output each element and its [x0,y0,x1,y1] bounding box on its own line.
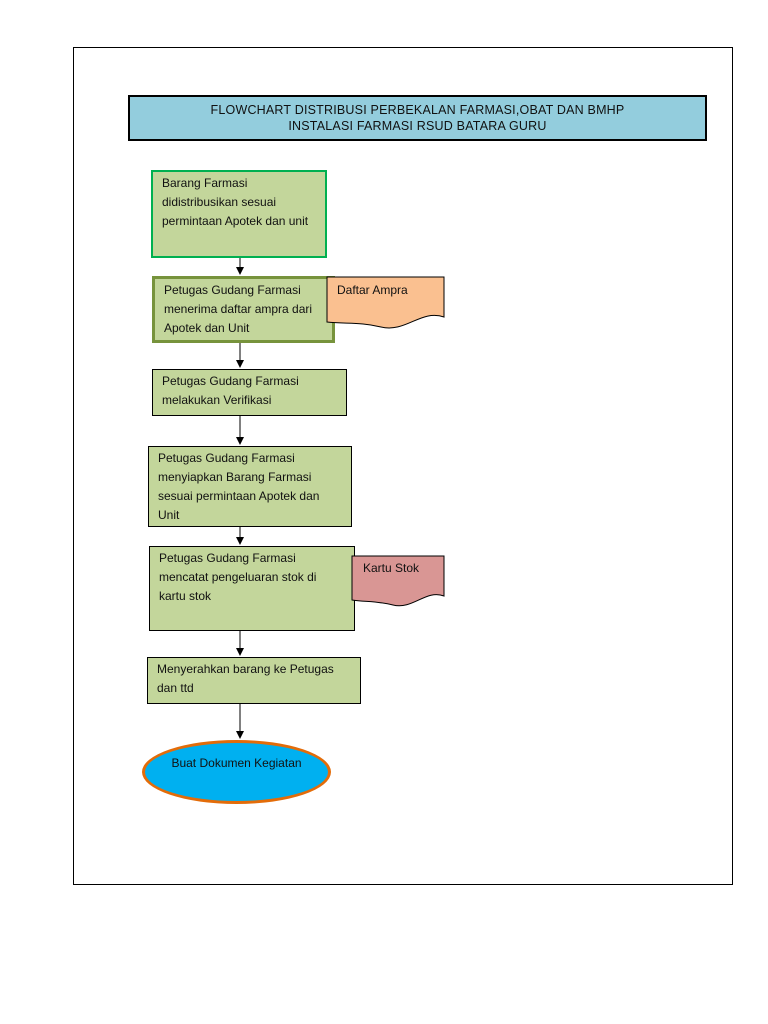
title-line-1: FLOWCHART DISTRIBUSI PERBEKALAN FARMASI,… [210,103,625,117]
step-prepare: Petugas Gudang Farmasi menyiapkan Barang… [148,446,352,527]
document-daftar-ampra-label: Daftar Ampra [337,283,408,297]
step-record-stock: Petugas Gudang Farmasi mencatat pengelua… [149,546,355,631]
page-frame [73,47,733,885]
document-daftar-ampra-shape [326,276,445,329]
document-kartu-stok-shape [351,555,445,607]
title-line-2: INSTALASI FARMASI RSUD BATARA GURU [288,119,547,133]
step-handover: Menyerahkan barang ke Petugas dan ttd [147,657,361,704]
step-distribute: Barang Farmasi didistribusikan sesuai pe… [151,170,327,258]
end-terminal: Buat Dokumen Kegiatan [142,740,331,804]
flowchart-title: FLOWCHART DISTRIBUSI PERBEKALAN FARMASI,… [128,95,707,141]
step-verify: Petugas Gudang Farmasi melakukan Verifik… [152,369,347,416]
document-kartu-stok-label: Kartu Stok [363,561,420,575]
